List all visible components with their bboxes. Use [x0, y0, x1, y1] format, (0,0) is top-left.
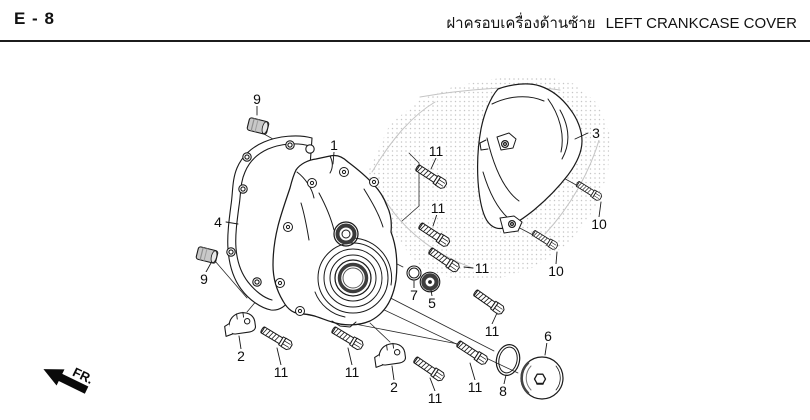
fr-direction-arrow: FR. [43, 364, 96, 394]
page-title: ฝาครอบเครื่องด้านซ้าย LEFT CRANKCASE COVE… [446, 11, 797, 35]
diagram-art: FR. [43, 76, 610, 400]
section-code: E - 8 [14, 9, 55, 28]
page-header: E - 8 ฝาครอบเครื่องด้านซ้าย LEFT CRANKCAS… [0, 0, 810, 42]
page-title-english: LEFT CRANKCASE COVER [605, 15, 797, 32]
page-title-thai: ฝาครอบเครื่องด้านซ้าย [446, 15, 596, 32]
